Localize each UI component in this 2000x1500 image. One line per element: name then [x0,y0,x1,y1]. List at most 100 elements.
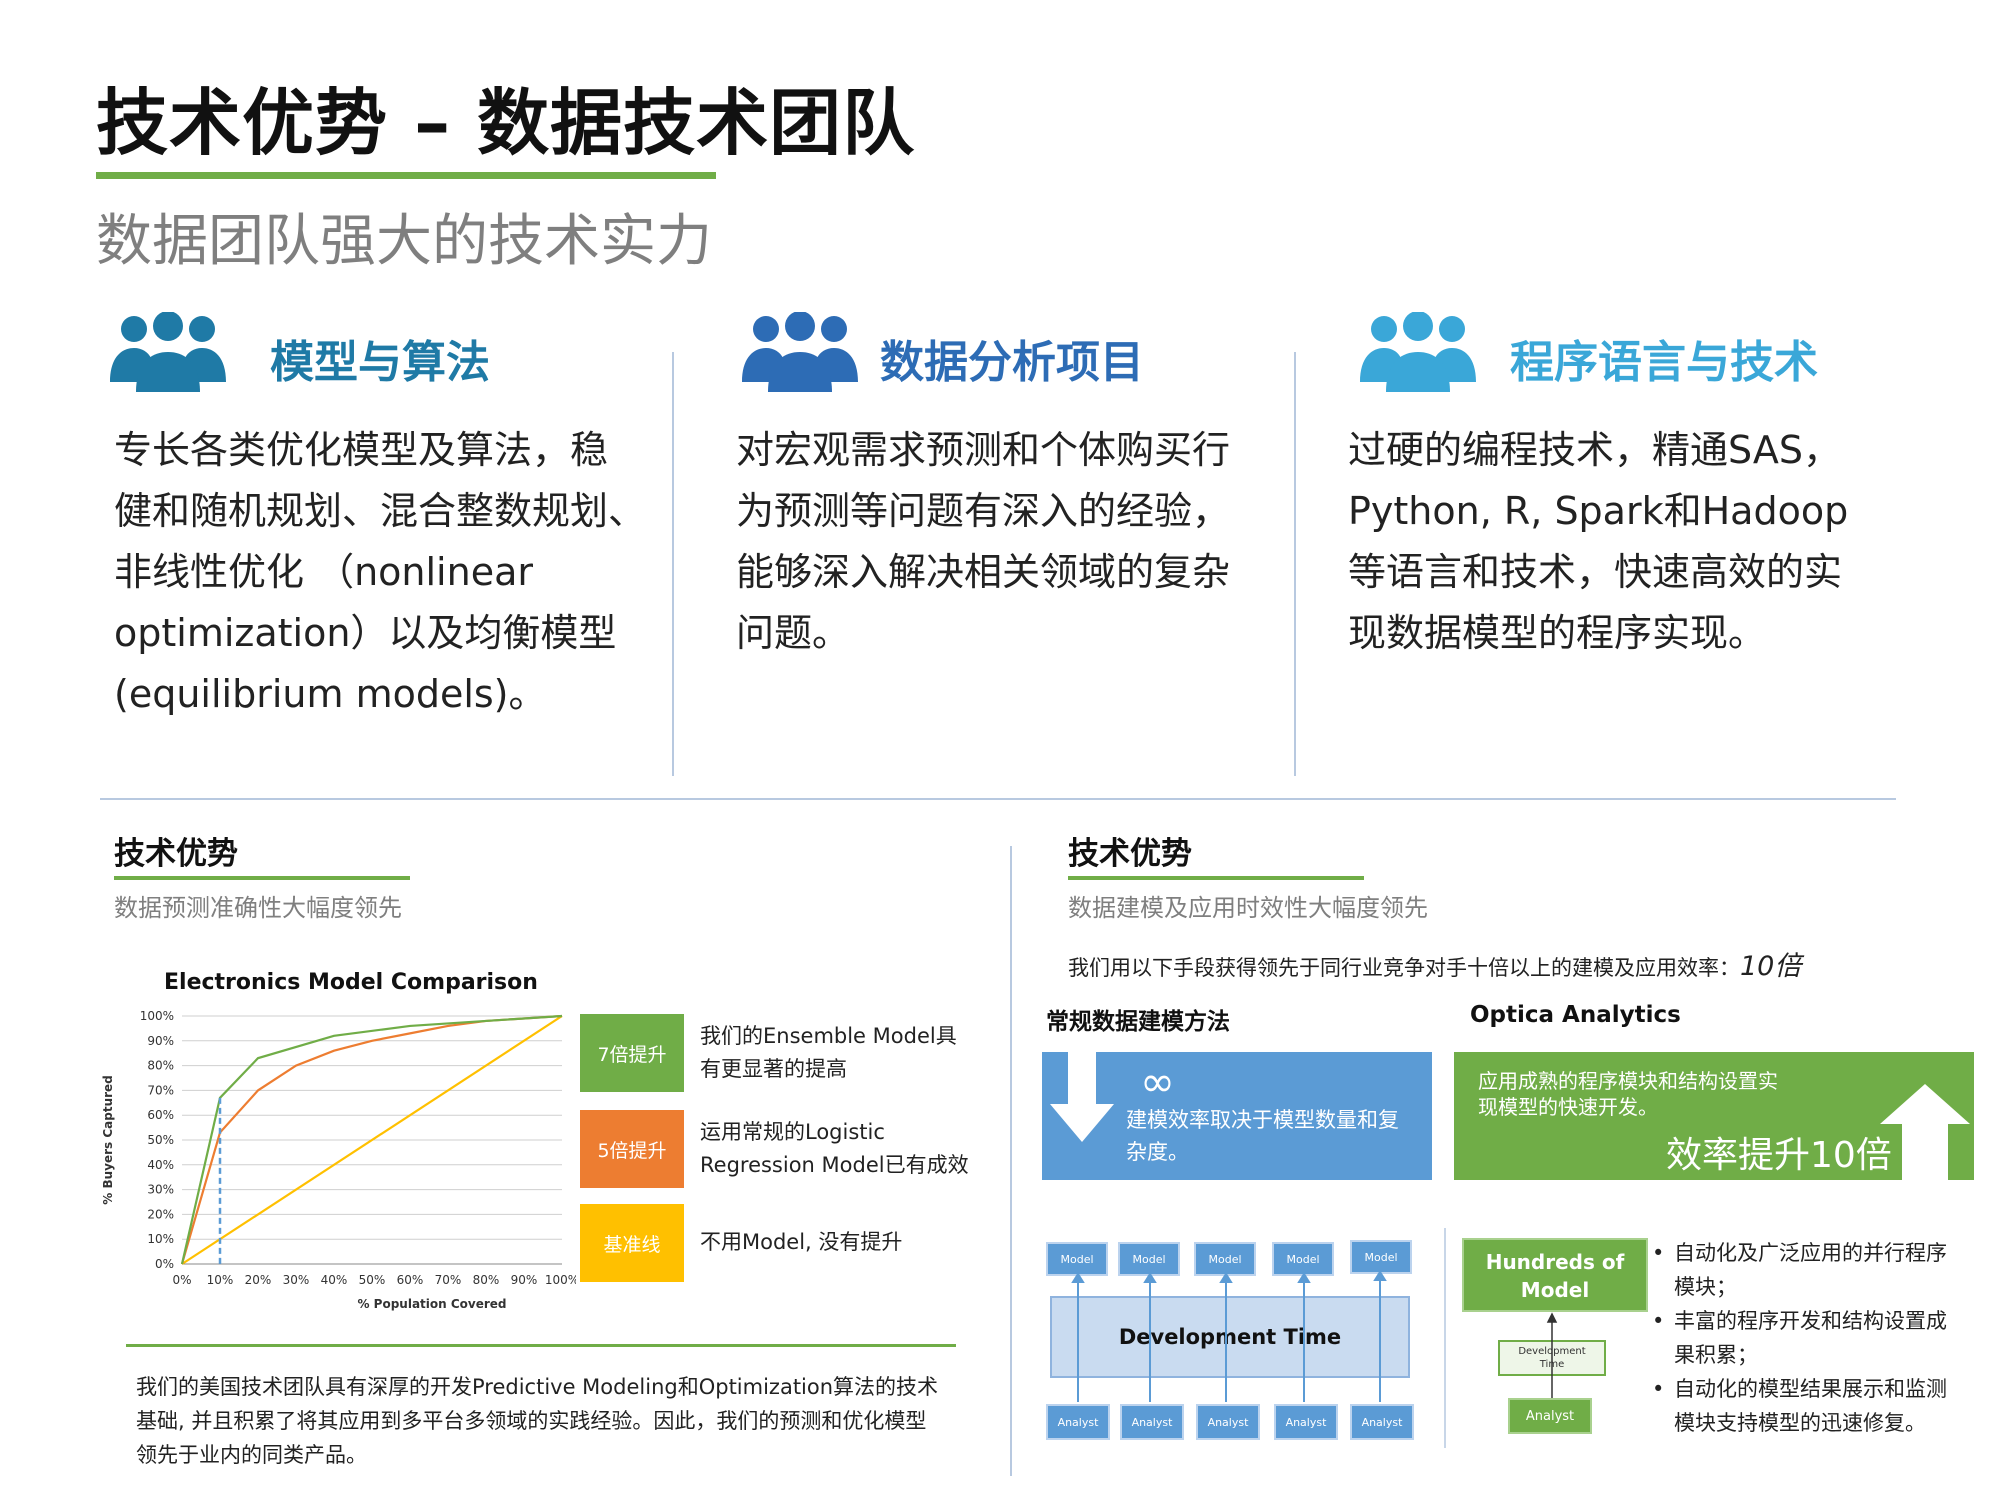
page-subtitle: 数据团队强大的技术实力 [96,209,712,274]
column-body-models: 专长各类优化模型及算法，稳 健和随机规划、混合整数规划、 非线性优化 （nonl… [114,420,646,725]
right-panel-title: 技术优势 [1068,836,1192,872]
text-line: 现模型的快速开发。 [1478,1095,1658,1119]
text-line: 过硬的编程技术，精通SAS， [1348,428,1841,472]
text-line: 专长各类优化模型及算法，稳 [114,428,609,472]
y-tick-label: 0% [155,1257,174,1271]
x-tick-label: 0% [172,1273,191,1287]
text-line: 现数据模型的程序实现。 [1348,611,1767,655]
column-heading-programming: 程序语言与技术 [1510,337,1818,388]
left-panel-subtitle: 数据预测准确性大幅度领先 [114,894,402,922]
x-axis-label: % Population Covered [357,1297,506,1311]
text-line: Python, R, Spark和Hadoop [1348,489,1849,533]
hundreds-of-model-box: Hundreds of Model [1462,1238,1648,1312]
text-line: (equilibrium models)。 [114,672,547,716]
analyst-box-optica: Analyst [1508,1398,1592,1434]
text-line: 建模效率取决于模型数量和复 [1126,1108,1399,1132]
text-line: 我们的美国技术团队具有深厚的开发Predictive Modeling和Opti… [136,1375,939,1399]
text-line: 运用常规的Logistic [700,1120,885,1144]
model-box: Model [1350,1240,1412,1274]
efficiency-intro: 我们用以下手段获得领先于同行业竞争对手十倍以上的建模及应用效率：10倍 [1068,944,1801,983]
section-divider [100,798,1896,800]
text-line: 基础, 并且积累了将其应用到多平台多领域的实践经验。因此，我们的预测和优化模型 [136,1409,927,1433]
text-line: 为预测等问题有深入的经验， [736,489,1231,533]
optica-heading: Optica Analytics [1470,1002,1681,1028]
column-divider [672,352,674,776]
bullet-dot-icon: • [1652,1377,1665,1401]
right-panel-underline [1068,876,1364,880]
x-tick-label: 10% [207,1273,234,1287]
text-line: 自动化及广泛应用的并行程序 [1674,1241,1947,1265]
x-tick-label: 70% [435,1273,462,1287]
people-group-icon [1360,312,1476,392]
x-tick-label: 30% [283,1273,310,1287]
text-line: 我们的Ensemble Model具 [700,1024,957,1048]
left-panel-underline [114,876,410,880]
paragraph-rule [126,1344,956,1347]
text-line: 应用成熟的程序模块和结构设置实 [1478,1069,1778,1093]
text-line: Model [1520,1278,1590,1302]
intro-emphasis: 10倍 [1740,951,1802,982]
x-tick-label: 50% [359,1273,386,1287]
analyst-box: Analyst [1196,1404,1260,1440]
optica-efficiency-box: 应用成熟的程序模块和结构设置实 现模型的快速开发。 效率提升10倍 [1454,1052,1974,1180]
y-tick-label: 50% [147,1133,174,1147]
connector-arrows [1071,1270,1387,1402]
text-line: 非线性优化 （nonlinear [114,550,533,594]
column-divider [1294,352,1296,776]
right-panel-subtitle: 数据建模及应用时效性大幅度领先 [1068,894,1428,922]
column-body-programming: 过硬的编程技术，精通SAS， Python, R, Spark和Hadoop 等… [1348,420,1848,664]
y-tick-label: 60% [147,1108,174,1122]
chart-title: Electronics Model Comparison [164,970,538,995]
conventional-efficiency-box: ∞ 建模效率取决于模型数量和复 杂度。 [1042,1052,1432,1180]
y-tick-label: 90% [147,1034,174,1048]
text-line: Regression Model已有成效 [700,1153,969,1177]
up-arrow-icon [1880,1084,1970,1180]
column-body-analysis: 对宏观需求预测和个体购买行 为预测等问题有深入的经验， 能够深入解决相关领域的复… [736,420,1230,664]
people-group-icon [110,312,226,392]
x-tick-label: 90% [511,1273,538,1287]
bullet-item: • 自动化的模型结果展示和监测 模块支持模型的迅速修复。 [1652,1372,1962,1440]
text-line: 等语言和技术，快速高效的实 [1348,550,1843,594]
text-line: 有更显著的提高 [700,1057,847,1081]
series-line [180,1014,563,1265]
bullet-dot-icon: • [1652,1309,1665,1333]
y-tick-label: 80% [147,1059,174,1073]
text-line: 模块； [1674,1275,1737,1299]
text-line: 领先于业内的同类产品。 [136,1443,367,1467]
connector-arrows [1546,1312,1558,1398]
model-comparison-chart: 0%10%20%30%40%50%60%70%80%90%100%0%10%20… [101,1009,576,1311]
text-line: 健和随机规划、混合整数规划、 [114,489,647,533]
y-tick-label: 40% [147,1158,174,1172]
model-box: Model [1272,1242,1334,1276]
blue-box-text: 建模效率取决于模型数量和复 杂度。 [1126,1104,1399,1168]
text-line: 不用Model, 没有提升 [700,1230,903,1254]
text-line: 能够深入解决相关领域的复杂 [736,550,1231,594]
x-tick-label: 80% [473,1273,500,1287]
text-line: optimization）以及均衡模型 [114,611,617,655]
analyst-box: Analyst [1046,1404,1110,1440]
badge-description: 运用常规的Logistic Regression Model已有成效 [700,1116,969,1182]
analyst-box: Analyst [1350,1404,1414,1440]
optica-bullets: • 自动化及广泛应用的并行程序 模块； • 丰富的程序开发和结构设置成 果积累；… [1652,1236,1962,1440]
y-tick-label: 70% [147,1083,174,1097]
baseline-badge: 基准线 [580,1204,684,1282]
left-panel-title: 技术优势 [114,836,238,872]
analyst-box: Analyst [1120,1404,1184,1440]
text-line: 丰富的程序开发和结构设置成 [1674,1309,1947,1333]
text-line: 果积累； [1674,1343,1758,1367]
efficiency-10x-text: 效率提升10倍 [1666,1135,1892,1176]
x-tick-label: 100% [545,1273,576,1287]
text-line: Hundreds of [1485,1250,1625,1274]
y-tick-label: 10% [147,1232,174,1246]
y-tick-label: 20% [147,1207,174,1221]
badge-description: 不用Model, 没有提升 [700,1226,902,1259]
badge-description: 我们的Ensemble Model具 有更显著的提高 [700,1020,957,1086]
text-line: 模块支持模型的迅速修复。 [1674,1411,1926,1435]
bullet-item: • 自动化及广泛应用的并行程序 模块； [1652,1236,1962,1304]
text-line: 杂度。 [1126,1140,1189,1164]
green-box-text: 应用成熟的程序模块和结构设置实 现模型的快速开发。 [1478,1068,1778,1120]
x-tick-label: 60% [397,1273,424,1287]
bullet-dot-icon: • [1652,1241,1665,1265]
improvement-badge-5x: 5倍提升 [580,1110,684,1188]
y-axis-label: % Buyers Captured [101,1075,115,1205]
